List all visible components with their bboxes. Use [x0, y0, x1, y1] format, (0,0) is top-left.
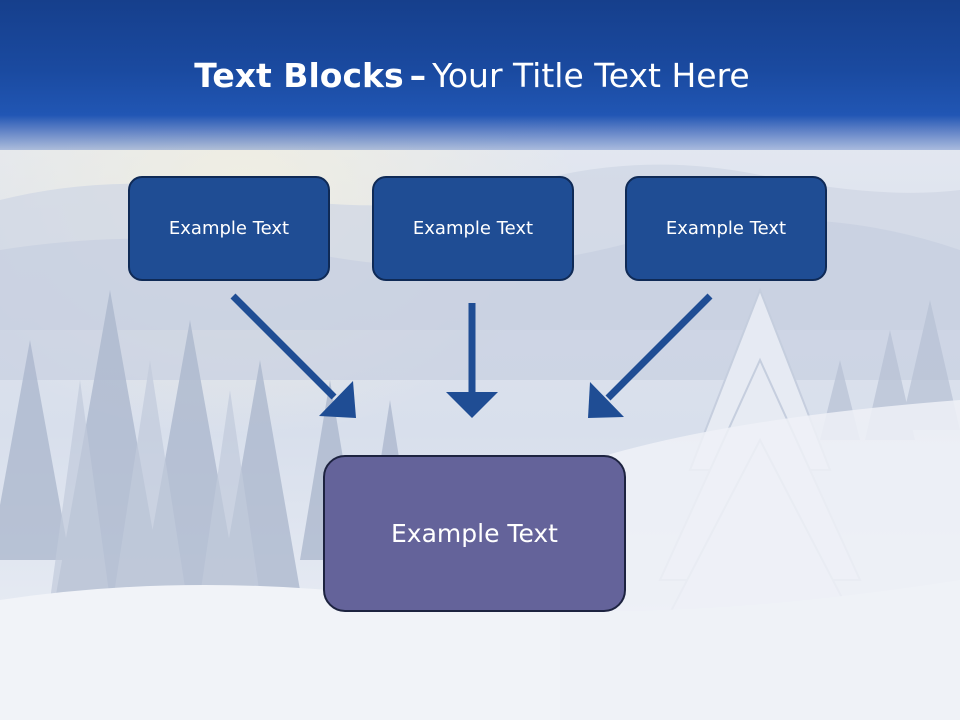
- title-bold: Text Blocks: [194, 56, 404, 95]
- slide-title: Text Blocks–Your Title Text Here: [0, 52, 944, 100]
- target-text-block: Example Text: [323, 455, 626, 612]
- target-label: Example Text: [391, 519, 558, 548]
- title-bar: [0, 0, 960, 150]
- arrow-left-icon: [230, 293, 356, 418]
- title-regular: Your Title Text Here: [432, 56, 750, 95]
- text-block-label: Example Text: [168, 218, 290, 239]
- text-block-left: Example Text: [128, 176, 330, 281]
- text-block-label: Example Text: [412, 218, 534, 239]
- arrow-down-icon: [446, 303, 498, 418]
- text-block-center: Example Text: [372, 176, 574, 281]
- title-dash: –: [409, 56, 427, 95]
- text-block-right: Example Text: [625, 176, 827, 281]
- text-block-label: Example Text: [665, 218, 787, 239]
- arrow-right-icon: [588, 293, 713, 418]
